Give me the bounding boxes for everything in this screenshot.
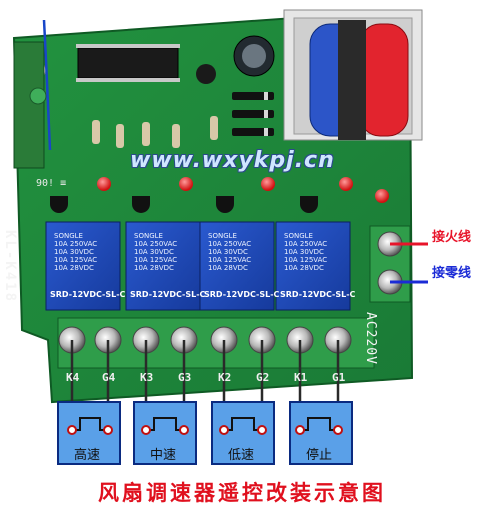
status-leds [97,177,389,203]
ac-voltage-label: AC220V [363,312,378,365]
relay-rating-a: 10A 250VAC [134,240,178,248]
relay-rating-c: 10A 125VAC [134,256,178,264]
relay-3-model: SRD-12VDC-SL-C [204,290,280,299]
terminal-label-g1: G1 [332,371,346,384]
resistors [92,116,218,148]
relay-1-model: SRD-12VDC-SL-C [50,290,126,299]
relay-1-text: SONGLE 10A 250VAC 10A 30VDC 10A 125VAC 1… [54,232,97,272]
terminal-label-g2: G2 [256,371,270,384]
relay-brand: SONGLE [208,232,237,240]
relay-2-model: SRD-12VDC-SL-C [130,290,206,299]
relay-2-text: SONGLE 10A 250VAC 10A 30VDC 10A 125VAC 1… [134,232,177,272]
relay-rating-a: 10A 250VAC [284,240,328,248]
relay-rating-c: 10A 125VAC [208,256,252,264]
transformer [283,9,423,141]
relay-rating-b: 10A 30VDC [54,248,94,256]
terminal-label-k2: K2 [218,371,232,384]
relay-rating-d: 10A 28VDC [208,264,248,272]
relay-rating-d: 10A 28VDC [54,264,94,272]
mains-wires [390,242,428,284]
relay-rating-d: 10A 28VDC [134,264,174,272]
diodes [232,92,274,136]
relay-brand: SONGLE [134,232,163,240]
terminal-label-g4: G4 [102,371,116,384]
relay-rating-b: 10A 30VDC [134,248,174,256]
relay-rating-b: 10A 30VDC [284,248,324,256]
relay-rating-a: 10A 250VAC [208,240,252,248]
transistors [50,196,318,213]
relay-rating-c: 10A 125VAC [284,256,328,264]
rf-receiver-module [13,19,52,169]
switch-label-stop: 停止 [306,448,333,463]
terminal-label-k4: K4 [66,371,80,384]
switch-label-high: 高速 [74,448,101,463]
relays [45,221,351,311]
terminal-label-k1: K1 [294,371,308,384]
board-model-label: KL-K418 [2,230,18,304]
switch-contacts [72,417,338,431]
power-terminals [369,225,411,303]
switch-terminals [67,425,343,435]
relay-brand: SONGLE [54,232,83,240]
terminal-label-k3: K3 [140,371,154,384]
relay-rating-c: 10A 125VAC [54,256,98,264]
relay-4-model: SRD-12VDC-SL-C [280,290,356,299]
switch-wires [70,340,340,430]
relay-rating-a: 10A 250VAC [54,240,98,248]
switch-label-medium: 中速 [150,448,177,463]
terminal-label-g3: G3 [178,371,192,384]
ic-chip [76,44,180,82]
screw-terminals [57,317,375,369]
relay-4-text: SONGLE 10A 250VAC 10A 30VDC 10A 125VAC 1… [284,232,327,272]
diagram-caption: 风扇调速器遥控改装示意图 [98,480,386,505]
relay-brand: SONGLE [284,232,313,240]
electrolytic-capacitor [196,35,275,84]
relay-3-text: SONGLE 10A 250VAC 10A 30VDC 10A 125VAC 1… [208,232,251,272]
relay-rating-d: 10A 28VDC [284,264,324,272]
live-wire-label: 接火线 [432,230,472,245]
switch-label-low: 低速 [228,448,255,463]
watermark-text: www.wxykpj.cn [130,148,335,173]
silkscreen-label: 90! ≡ [36,178,67,189]
neutral-wire-label: 接零线 [432,266,472,281]
relay-rating-b: 10A 30VDC [208,248,248,256]
